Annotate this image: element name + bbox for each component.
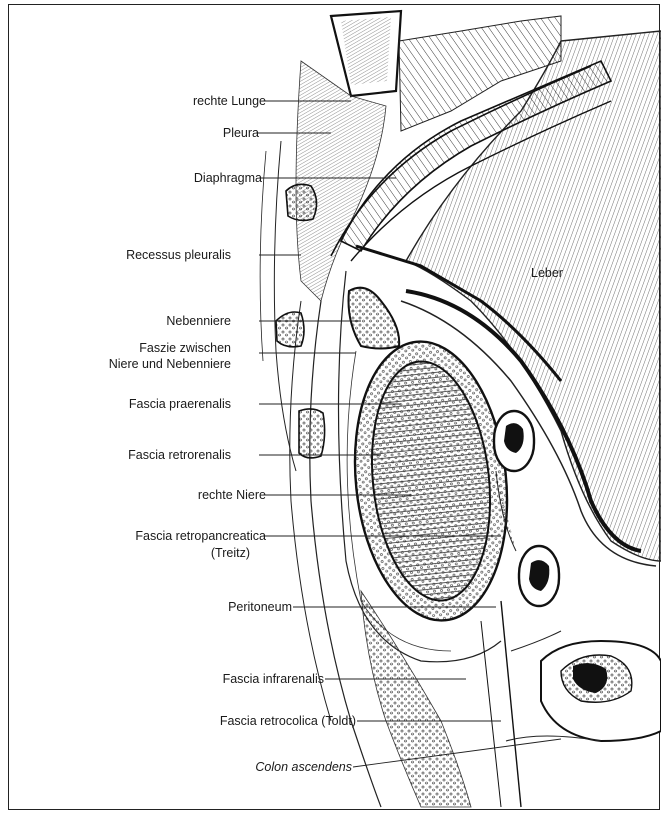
label-rechte-lunge: rechte Lunge	[193, 94, 266, 108]
lower-fascia	[361, 591, 471, 807]
label-fascia-retrorenalis: Fascia retrorenalis	[128, 448, 231, 462]
label-treitz: (Treitz)	[211, 546, 250, 560]
figure-frame: rechte Lunge Pleura Diaphragma Recessus …	[8, 4, 660, 810]
anatomical-drawing	[9, 5, 661, 811]
label-colon-ascendens: Colon ascendens	[255, 760, 352, 774]
label-recessus-pleuralis: Recessus pleuralis	[126, 248, 231, 262]
label-fascia-infrarenalis: Fascia infrarenalis	[223, 672, 324, 686]
label-fascia-praerenalis: Fascia praerenalis	[129, 397, 231, 411]
label-faszie-zwischen: Faszie zwischen	[139, 341, 231, 355]
label-niere-und-nebenniere: Niere und Nebenniere	[109, 357, 231, 371]
lung-region	[296, 61, 386, 301]
rib-2	[276, 312, 304, 347]
label-leber: Leber	[531, 266, 563, 280]
label-pleura: Pleura	[223, 126, 259, 140]
label-fascia-retropancreatica: Fascia retropancreatica	[135, 529, 266, 543]
rib-1	[286, 184, 317, 220]
rib-3	[299, 409, 325, 458]
label-fascia-retrocolica: Fascia retrocolica (Toldt)	[220, 714, 356, 728]
label-diaphragma: Diaphragma	[194, 171, 262, 185]
adrenal-gland	[349, 288, 400, 349]
label-peritoneum: Peritoneum	[228, 600, 292, 614]
label-rechte-niere: rechte Niere	[198, 488, 266, 502]
label-nebenniere: Nebenniere	[166, 314, 231, 328]
